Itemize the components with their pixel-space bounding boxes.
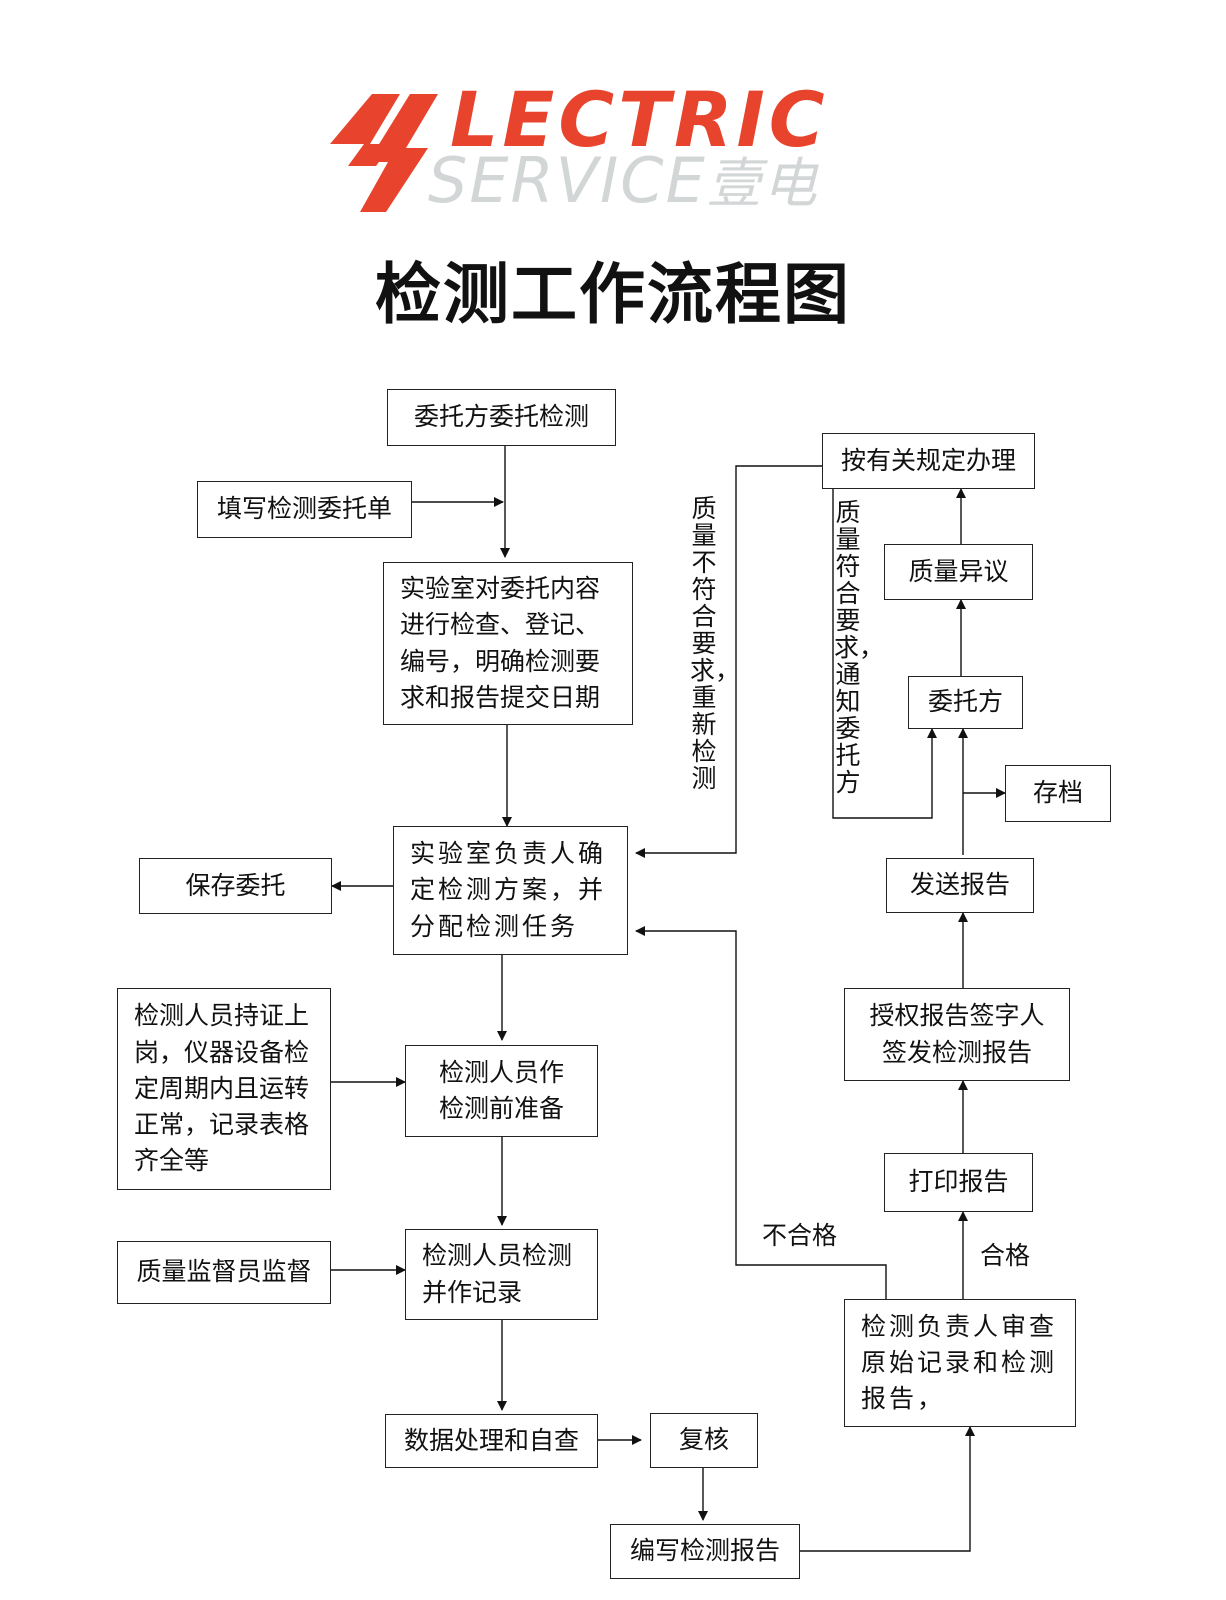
arrow-handle-to-head xyxy=(635,465,822,858)
node-staff-qualified: 检测人员持证上岗，仪器设备检定周期内且运转正常，记录表格齐全等 xyxy=(117,988,331,1190)
lightning-bolt-icon xyxy=(330,94,438,212)
node-staff-prepare: 检测人员作检测前准备 xyxy=(405,1045,598,1137)
logo-text-service-cn: 壹电 xyxy=(706,152,819,215)
node-data-process: 数据处理和自查 xyxy=(385,1414,598,1468)
node-handle-rules: 按有关规定办理 xyxy=(822,433,1035,489)
edge-label-pass: 合格 xyxy=(980,1241,1031,1270)
node-quality-objection: 质量异议 xyxy=(884,544,1033,600)
edge-label-fail: 不合格 xyxy=(762,1221,838,1250)
arrow-notify-to-client xyxy=(832,470,937,819)
node-archive: 存档 xyxy=(1005,765,1111,822)
node-print-report: 打印报告 xyxy=(884,1153,1033,1212)
node-recheck: 复核 xyxy=(650,1413,758,1468)
node-send-report: 发送报告 xyxy=(886,858,1034,913)
node-fill-form: 填写检测委托单 xyxy=(197,481,412,538)
edge-label-quality-bad-retest: 质量不符合要求，重新检测 xyxy=(690,494,741,793)
edge-label-quality-ok-notify: 质量符合要求，通知委托方 xyxy=(834,498,885,797)
node-lab-check: 实验室对委托内容进行检查、登记、编号，明确检测要求和报告提交日期 xyxy=(383,562,633,725)
logo-text-service: SERVICE壹电 xyxy=(428,150,819,212)
node-save-commission: 保存委托 xyxy=(139,858,332,914)
logo-text-service-en: SERVICE xyxy=(428,144,707,217)
node-sign-report: 授权报告签字人签发检测报告 xyxy=(844,988,1070,1081)
page-title: 检测工作流程图 xyxy=(375,256,851,333)
arrow-review-fail-to-head xyxy=(635,926,887,1299)
node-client: 委托方 xyxy=(908,676,1023,729)
node-qa-supervise: 质量监督员监督 xyxy=(117,1241,331,1304)
logo-text-lectric: LECTRIC xyxy=(450,75,829,164)
node-staff-test: 检测人员检测并作记录 xyxy=(405,1229,598,1320)
node-lab-head: 实验室负责人确定检测方案，并分配检测任务 xyxy=(393,826,628,955)
node-write-report: 编写检测报告 xyxy=(610,1524,800,1579)
arrow-write-to-review xyxy=(800,1426,975,1552)
company-logo: LECTRIC SERVICE壹电 xyxy=(330,82,890,218)
node-review: 检测负责人审查原始记录和检测报告， xyxy=(844,1299,1076,1427)
node-client-request: 委托方委托检测 xyxy=(387,389,616,446)
